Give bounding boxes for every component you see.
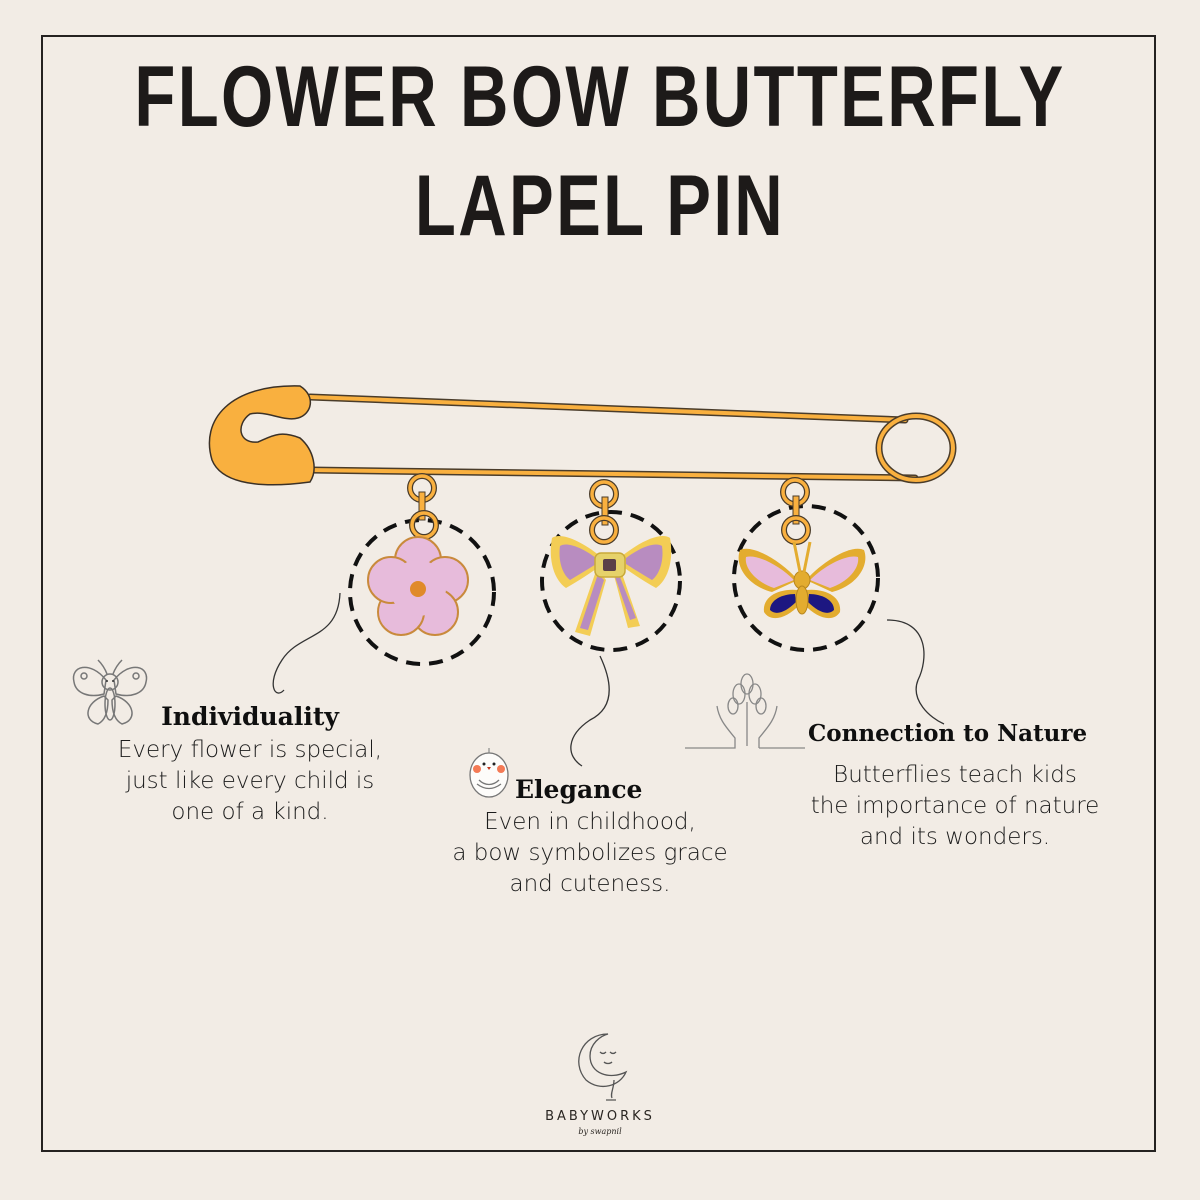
feature-elegance: Elegance	[515, 775, 645, 804]
feature-individuality: Individuality	[150, 702, 350, 731]
brand-tagline: by swapnil	[578, 1127, 622, 1136]
tree-in-hands-icon	[685, 673, 805, 749]
border-frame	[41, 35, 1156, 1152]
butterfly-charm-icon	[732, 477, 880, 652]
connector-individuality	[272, 592, 341, 694]
connector-elegance	[570, 655, 610, 767]
feature-heading: Elegance	[515, 775, 643, 804]
butterfly-outline-icon	[72, 659, 148, 725]
feature-heading: Individuality	[161, 702, 339, 731]
feature-nature-description: Butterflies teach kids the importance of…	[785, 760, 1125, 853]
bow-charm-icon	[540, 479, 682, 652]
feature-heading: Connection to Nature	[808, 720, 1088, 747]
feature-description: Butterflies teach kids the importance of…	[810, 762, 1100, 850]
feature-individuality-description: Every flower is special, just like every…	[80, 735, 420, 828]
feature-elegance-description: Even in childhood, a bow symbolizes grac…	[410, 807, 770, 900]
moon-logo-icon	[578, 1033, 628, 1101]
feature-description: Every flower is special, just like every…	[117, 737, 383, 825]
connector-nature	[886, 619, 945, 725]
safety-pin-icon	[208, 385, 957, 486]
page-title-line-2: LAPEL PIN	[414, 158, 786, 254]
feature-description: Even in childhood, a bow symbolizes grac…	[452, 809, 728, 897]
connector-lines	[272, 592, 945, 767]
feature-nature: Connection to Nature	[808, 720, 1118, 747]
chick-icon	[469, 748, 509, 798]
flower-charm-icon	[348, 473, 496, 666]
page-title-line-1: FLOWER BOW BUTTERFLY	[134, 49, 1066, 145]
brand-name: BABYWORKS	[545, 1109, 655, 1124]
